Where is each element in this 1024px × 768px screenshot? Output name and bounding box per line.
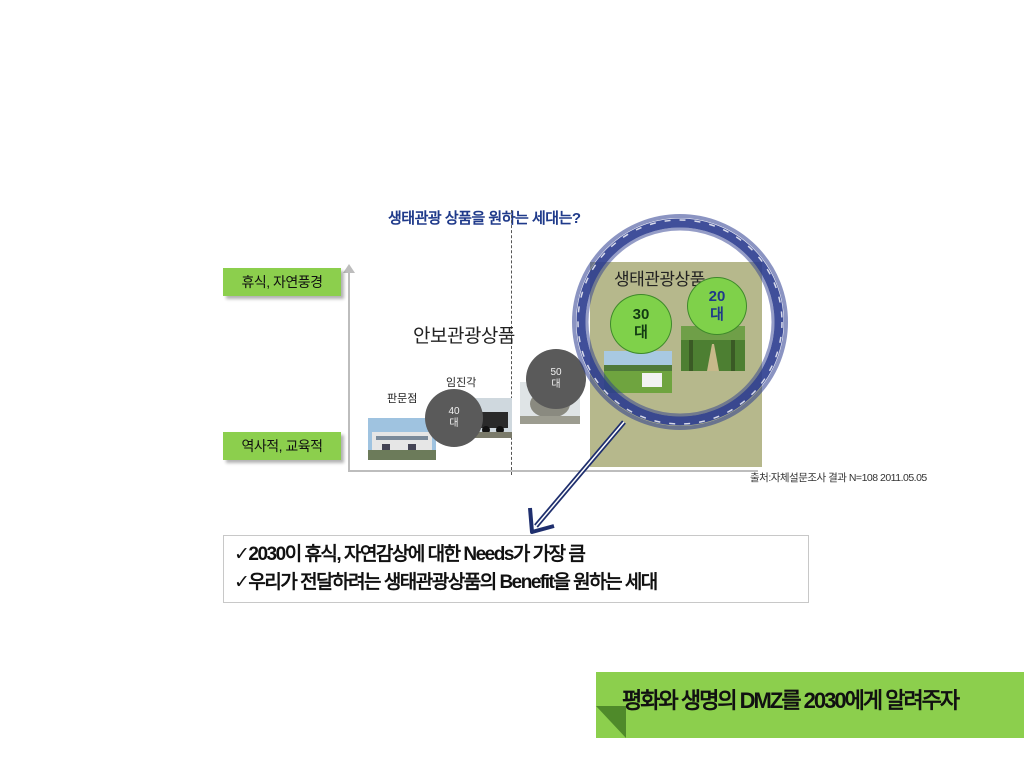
- panmunjom-photo: [368, 418, 436, 460]
- axis-label-top: 휴식, 자연풍경: [223, 268, 341, 296]
- horizontal-axis: [348, 470, 758, 472]
- age-20s-number: 20: [708, 288, 726, 305]
- security-tourism-label: 안보관광상품: [413, 326, 515, 347]
- axis-arrow-icon: [343, 264, 355, 273]
- check-icon: ✓: [234, 544, 250, 565]
- age-40s-unit: 대: [449, 418, 459, 429]
- vertical-axis: [348, 272, 350, 472]
- axis-label-bottom: 역사적, 교육적: [223, 432, 341, 460]
- diagram-title: 생태관광 상품을 원하는 세대는?: [388, 210, 581, 227]
- finding-text-1: 2030이 휴식, 자연감상에 대한 Needs가 가장 큼: [248, 544, 585, 565]
- slogan-text: 평화와 생명의 DMZ를 2030에게 알려주자: [622, 688, 960, 713]
- pointer-arrow-icon: [528, 420, 626, 534]
- eco-tourism-label: 생태관광상품: [614, 270, 705, 289]
- age-30s-number: 30: [632, 306, 650, 323]
- eco-field-photo: [604, 351, 672, 393]
- banner-fold: [596, 706, 626, 738]
- check-icon: ✓: [234, 572, 250, 593]
- findings-box: ✓2030이 휴식, 자연감상에 대한 Needs가 가장 큼 ✓우리가 전달하…: [223, 535, 809, 603]
- finding-text-2: 우리가 전달하려는 생태관광상품의 Benefit을 원하는 세대: [248, 572, 658, 593]
- finding-item-1: ✓2030이 휴식, 자연감상에 대한 Needs가 가장 큼: [224, 536, 808, 569]
- place-label-imjingak: 임진각: [446, 377, 477, 389]
- age-50s-number: 50: [550, 367, 562, 378]
- place-label-panmunjom: 판문점: [387, 393, 418, 405]
- source-note: 출처:자체설문조사 결과 N=108 2011.05.05: [750, 472, 927, 484]
- finding-item-2: ✓우리가 전달하려는 생태관광상품의 Benefit을 원하는 세대: [224, 569, 808, 597]
- slogan-banner: [596, 672, 1024, 738]
- age-50s-unit: 대: [551, 379, 561, 390]
- age-30s-unit: 대: [634, 324, 648, 341]
- age-40s-number: 40: [448, 406, 460, 417]
- age-20s-unit: 대: [710, 306, 724, 323]
- imjingak-photo: [470, 398, 512, 438]
- highlight-ring: [572, 214, 788, 430]
- divider-line: [511, 210, 512, 475]
